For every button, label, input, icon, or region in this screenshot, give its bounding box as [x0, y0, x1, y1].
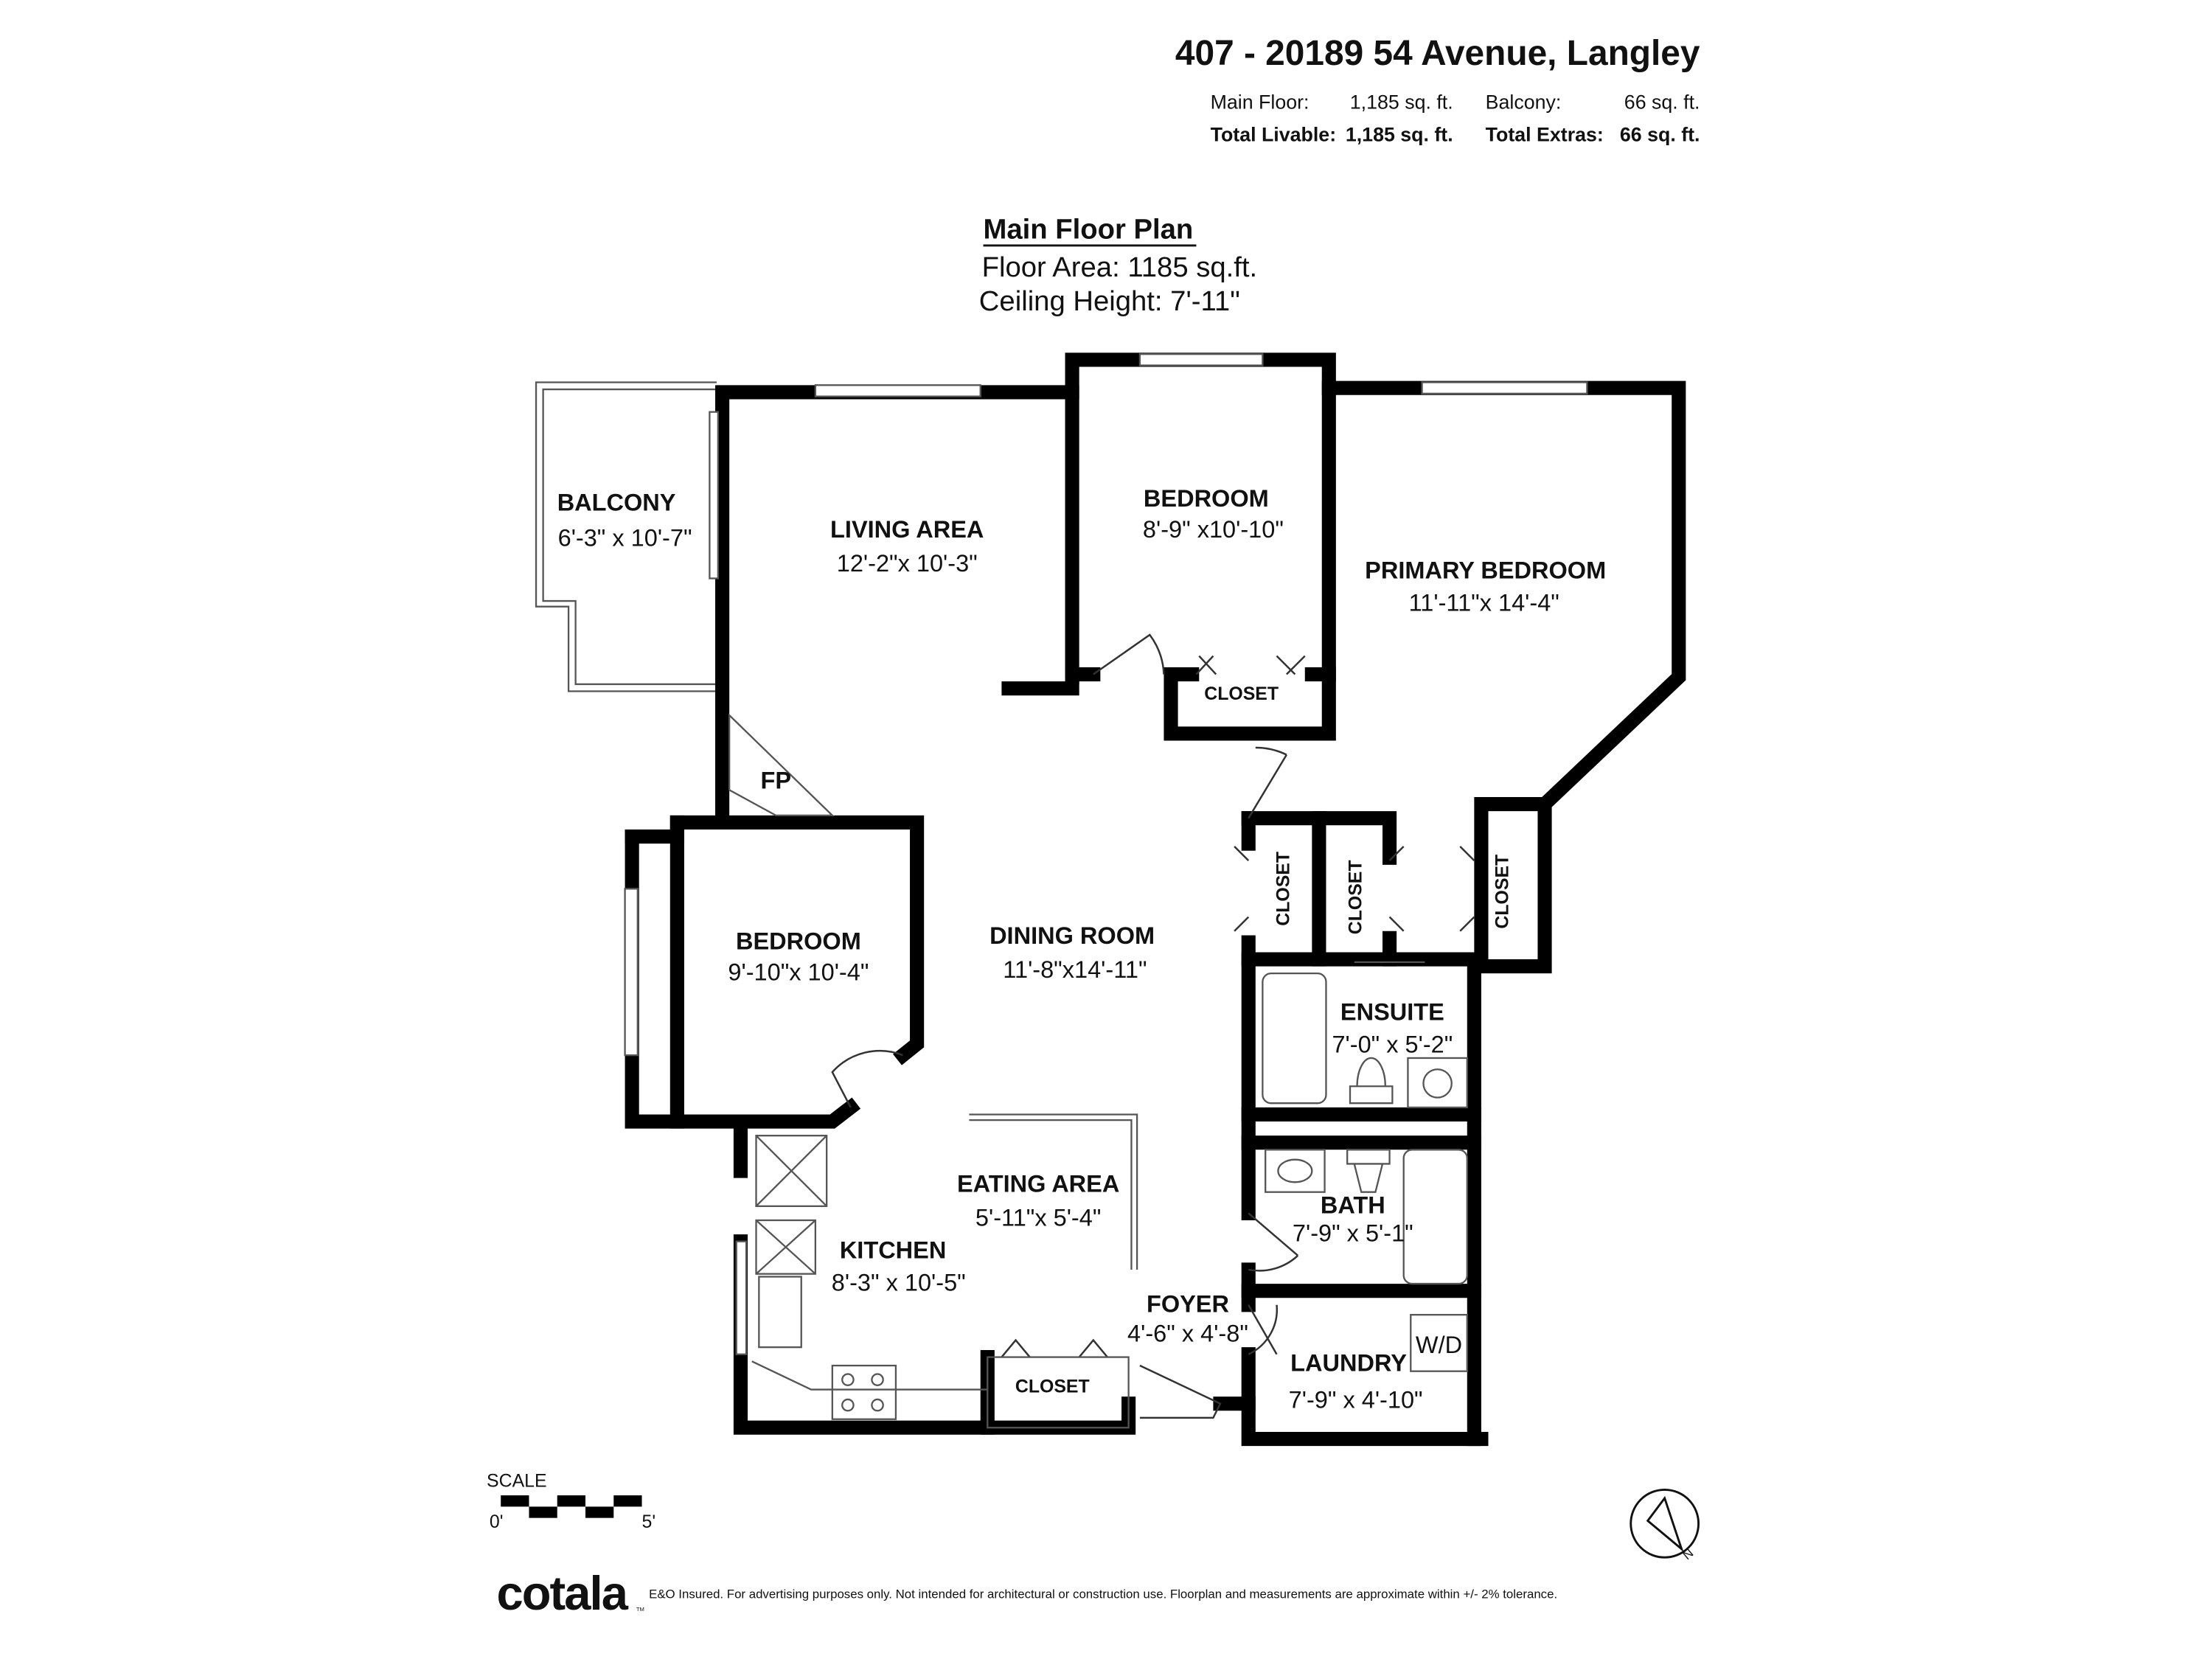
bathtub-ensuite: [1262, 973, 1327, 1105]
living-name: LIVING AREA: [830, 516, 984, 543]
footer: cotala TM E&O Insured. For advertising p…: [496, 1566, 1557, 1620]
compass-north: N: [1680, 1545, 1696, 1562]
living-dims: 12'-2"x 10'-3": [837, 550, 978, 577]
scale-label: SCALE: [487, 1471, 547, 1492]
bedroom-top-dims: 8'-9" x10'-10": [1143, 516, 1284, 543]
north-compass-icon: N: [1630, 1488, 1700, 1562]
closet-label: CLOSET: [1492, 855, 1512, 929]
sink-bath: [1265, 1149, 1326, 1193]
total-livable-value: 1,185 sq. ft.: [1346, 123, 1453, 145]
fixtures: [728, 633, 1475, 1429]
cotala-logo: cotala: [496, 1566, 628, 1620]
bath-dims: 7'-9" x 5'-1": [1293, 1220, 1413, 1247]
header: 407 - 20189 54 Avenue, Langley Main Floo…: [1175, 34, 1700, 145]
kitchen-sink: [758, 1276, 802, 1349]
room-labels: BALCONY 6'-3" x 10'-7" LIVING AREA 12'-2…: [557, 485, 1606, 1413]
windows: [624, 353, 1588, 1355]
fireplace-label: FP: [761, 768, 792, 794]
bedroom-top-name: BEDROOM: [1144, 485, 1269, 512]
washer-dryer: [1410, 1314, 1468, 1372]
primary-dims: 11'-11"x 14'-4": [1409, 589, 1559, 616]
total-extras-label: Total Extras:: [1486, 123, 1604, 145]
scale-start: 0': [490, 1512, 504, 1532]
trademark: TM: [636, 1606, 644, 1613]
primary-name: PRIMARY BEDROOM: [1365, 557, 1606, 583]
washer-dryer-label: W/D: [1416, 1332, 1462, 1358]
scale-end: 5': [642, 1512, 656, 1532]
balcony-dims: 6'-3" x 10'-7": [558, 524, 692, 551]
property-address: 407 - 20189 54 Avenue, Langley: [1175, 34, 1700, 73]
bathtub-bath: [1402, 1149, 1468, 1285]
fridge: [755, 1135, 828, 1207]
floor-area: Floor Area: 1185 sq.ft.: [982, 251, 1258, 283]
ensuite-dims: 7'-0" x 5'-2": [1332, 1031, 1453, 1057]
walls: [625, 352, 1686, 1447]
balcony-label: Balcony:: [1486, 91, 1562, 113]
dining-name: DINING ROOM: [990, 922, 1155, 949]
closet-label: CLOSET: [1345, 860, 1366, 934]
plan-info: Main Floor Plan Floor Area: 1185 sq.ft. …: [979, 213, 1257, 317]
closet-label: CLOSET: [1015, 1376, 1090, 1397]
kitchen-dims: 8'-3" x 10'-5": [832, 1270, 966, 1296]
closet-label: CLOSET: [1204, 684, 1279, 704]
eating-name: EATING AREA: [957, 1171, 1119, 1197]
plan-title: Main Floor Plan: [984, 213, 1194, 245]
stove: [831, 1364, 897, 1420]
total-livable-label: Total Livable:: [1211, 123, 1337, 145]
balcony-value: 66 sq. ft.: [1624, 91, 1700, 113]
main-floor-value: 1,185 sq. ft.: [1350, 91, 1453, 113]
disclaimer: E&O Insured. For advertising purposes on…: [649, 1587, 1557, 1601]
kitchen-closet: [987, 1356, 1130, 1429]
foyer-dims: 4'-6" x 4'-8": [1127, 1321, 1248, 1347]
foyer-name: FOYER: [1147, 1290, 1229, 1317]
kitchen-name: KITCHEN: [840, 1237, 947, 1264]
balcony-name: BALCONY: [557, 490, 676, 516]
dining-dims: 11'-8"x14'-11": [1003, 956, 1147, 983]
dishwasher: [755, 1219, 817, 1275]
main-floor-label: Main Floor:: [1211, 91, 1310, 113]
closet-label: CLOSET: [1273, 852, 1294, 926]
bedroom-left-name: BEDROOM: [736, 928, 861, 955]
scale-bar: SCALE 0' 5': [487, 1471, 655, 1532]
laundry-dims: 7'-9" x 4'-10": [1289, 1386, 1423, 1413]
toilet-bath: [1346, 1149, 1391, 1193]
ensuite-name: ENSUITE: [1340, 998, 1444, 1025]
sink-ensuite: [1407, 1057, 1468, 1109]
laundry-name: LAUNDRY: [1290, 1350, 1407, 1377]
balcony-outline: [535, 381, 717, 692]
toilet-ensuite: [1349, 1057, 1394, 1105]
bath-name: BATH: [1321, 1192, 1385, 1218]
bedroom-left-dims: 9'-10"x 10'-4": [728, 959, 869, 986]
total-extras-value: 66 sq. ft.: [1620, 123, 1700, 145]
eating-dims: 5'-11"x 5'-4": [975, 1205, 1101, 1231]
ceiling-height: Ceiling Height: 7'-11": [979, 285, 1240, 317]
fireplace: [728, 713, 835, 817]
